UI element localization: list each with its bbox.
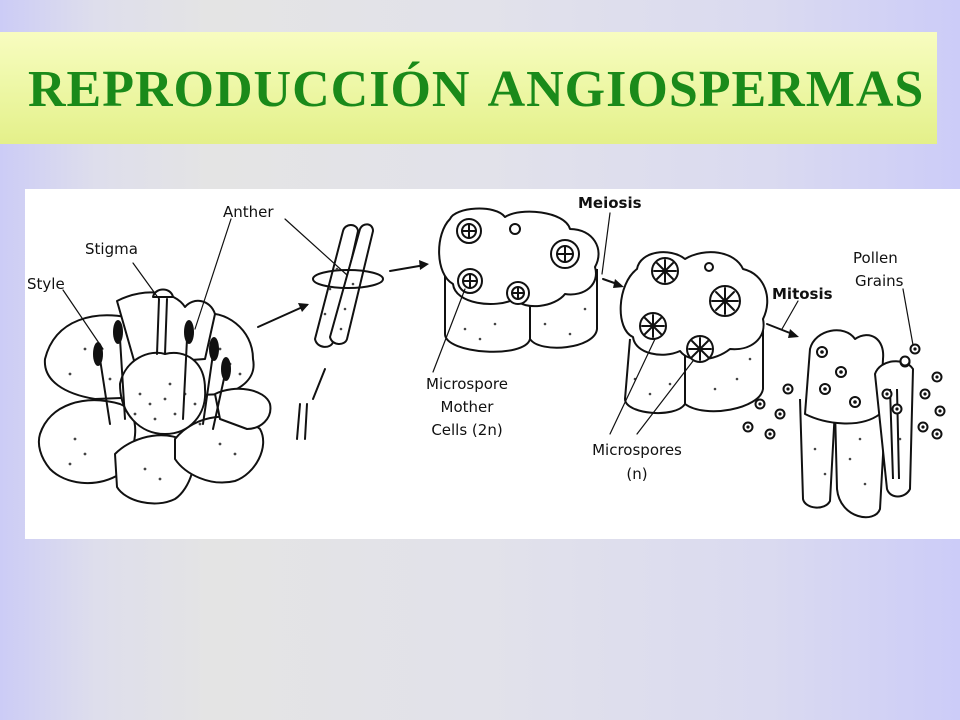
title-band: REPRODUCCIÓN ANGIOSPERMAS xyxy=(0,32,937,144)
microspores-illustration xyxy=(619,251,769,415)
pollen-development-diagram: Style Stigma Anther Meiosis Microspore M… xyxy=(25,189,960,539)
flower-illustration xyxy=(37,288,272,505)
leader-lines xyxy=(62,212,914,435)
label-meiosis: Meiosis xyxy=(578,194,642,212)
label-anther: Anther xyxy=(223,203,274,221)
label-microspores-line-2: (n) xyxy=(626,465,647,483)
pollen-grains-illustration xyxy=(742,329,946,519)
label-mitosis: Mitosis xyxy=(772,285,833,303)
label-microspore-mother-line-2: Mother xyxy=(441,398,495,416)
diagram-canvas: Style Stigma Anther Meiosis Microspore M… xyxy=(27,194,946,519)
label-microspores-line-1: Microspores xyxy=(592,441,682,459)
label-microspore-mother-line-1: Microspore xyxy=(426,375,508,393)
label-pollen-grains-line-2: Grains xyxy=(855,272,904,290)
process-arrows xyxy=(257,260,799,338)
microspore-mother-cells-illustration xyxy=(438,207,600,353)
label-style: Style xyxy=(27,275,65,293)
label-pollen-grains-line-1: Pollen xyxy=(853,249,898,267)
anther-illustration xyxy=(296,223,384,440)
pollen-grains xyxy=(742,343,946,440)
label-microspore-mother-line-3: Cells (2n) xyxy=(431,421,502,439)
label-stigma: Stigma xyxy=(85,240,138,258)
slide-title: REPRODUCCIÓN ANGIOSPERMAS xyxy=(28,61,925,118)
